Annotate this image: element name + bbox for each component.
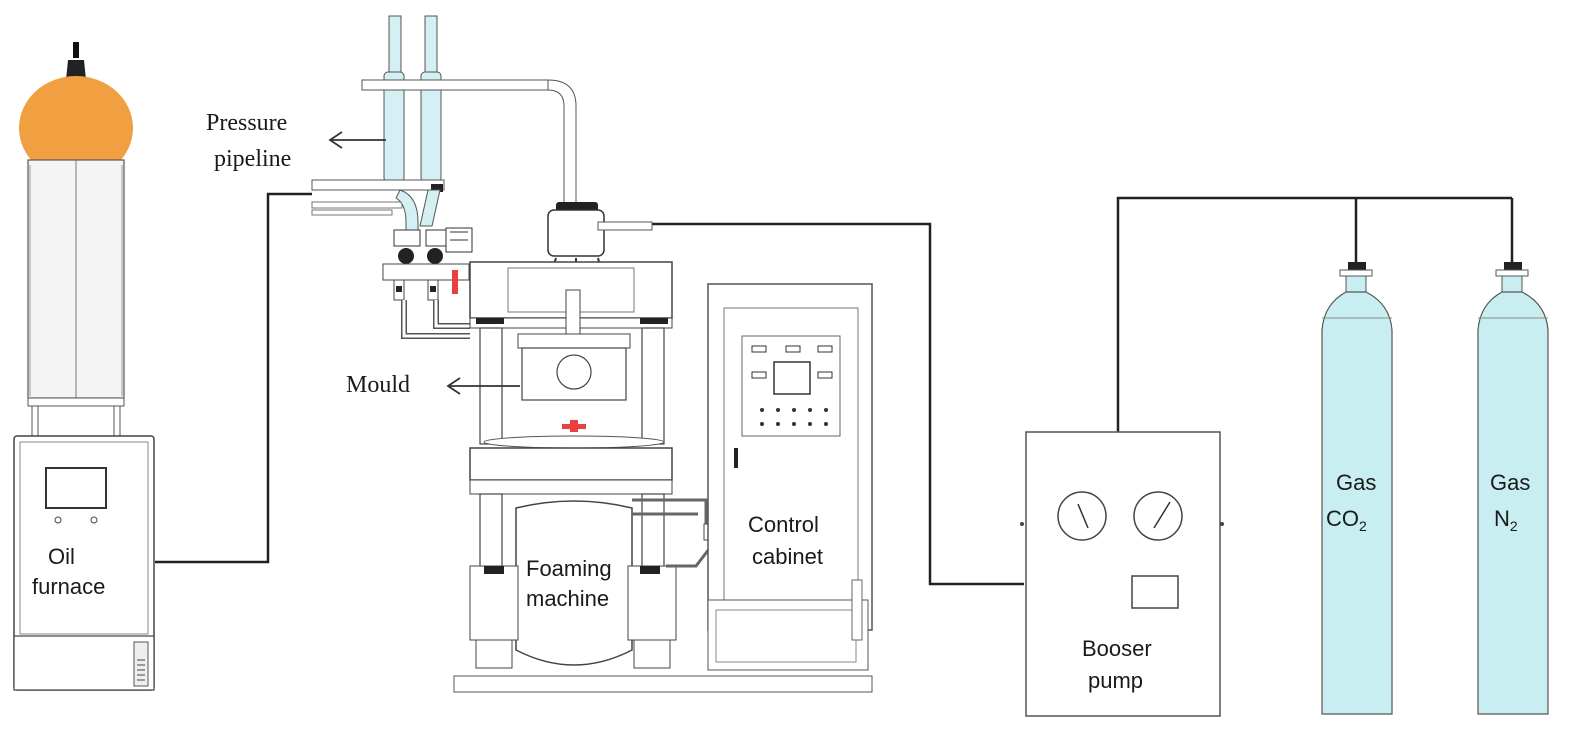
control-cabinet-label-line2: cabinet xyxy=(752,544,823,569)
pressure-pipeline-arrow xyxy=(328,131,386,149)
gas-co2-sub: 2 xyxy=(1359,518,1367,534)
mould-label: Mould xyxy=(346,372,410,398)
furnace-antenna xyxy=(73,42,79,58)
foaming-machine-label-line2: machine xyxy=(526,586,609,611)
co2-cylinder-body xyxy=(1321,291,1393,715)
pressure-pipeline-label-line2: pipeline xyxy=(214,146,291,172)
booster-pump: Booser pump xyxy=(1020,431,1224,717)
oil-furnace-label-line2: furnace xyxy=(32,574,105,599)
gas-co2-label-line1: Gas xyxy=(1336,470,1376,495)
booster-pump-label-line1: Booser xyxy=(1082,636,1152,661)
pump-display xyxy=(1131,575,1179,609)
n2-cylinder-body xyxy=(1477,291,1549,715)
connection-lines xyxy=(155,192,1514,586)
gas-n2-sub: 2 xyxy=(1510,518,1518,534)
control-cabinet-label-line1: Control xyxy=(748,512,819,537)
mould-top-plate xyxy=(517,333,631,349)
foaming-machine: Foaming machine xyxy=(453,202,873,693)
gas-co2-base: CO xyxy=(1326,506,1359,531)
gas-cylinder-co2: Gas CO2 xyxy=(1321,262,1393,715)
oil-furnace: Oil furnace xyxy=(13,42,155,691)
gas-cylinder-n2: Gas N2 xyxy=(1477,262,1549,715)
control-cabinet: Control cabinet xyxy=(707,283,873,671)
pump-gauge-right xyxy=(1133,491,1183,541)
machine-cylinder xyxy=(515,500,633,666)
mould-to-pump-line xyxy=(600,222,1024,586)
pressure-pipeline: Pressure pipeline xyxy=(206,15,577,339)
booster-pump-label-line2: pump xyxy=(1088,668,1143,693)
pump-body xyxy=(1025,431,1221,717)
furnace-to-pipeline-line xyxy=(155,192,312,564)
mould-arrow xyxy=(446,377,520,395)
gas-n2-label-line1: Gas xyxy=(1490,470,1530,495)
furnace-screen xyxy=(45,467,107,509)
gas-n2-base: N xyxy=(1494,506,1510,531)
foaming-machine-label-line1: Foaming xyxy=(526,556,612,581)
oil-furnace-label-line1: Oil xyxy=(48,544,75,569)
furnace-cap xyxy=(19,76,133,180)
mould-label-group: Mould xyxy=(346,372,520,398)
pump-to-gas-line xyxy=(1116,196,1512,432)
pump-gauge-left xyxy=(1057,491,1107,541)
pressure-pipeline-label-line1: Pressure xyxy=(206,110,287,136)
gas-co2-label-line2: CO2 xyxy=(1326,506,1367,534)
gas-n2-label-line2: N2 xyxy=(1494,506,1518,534)
